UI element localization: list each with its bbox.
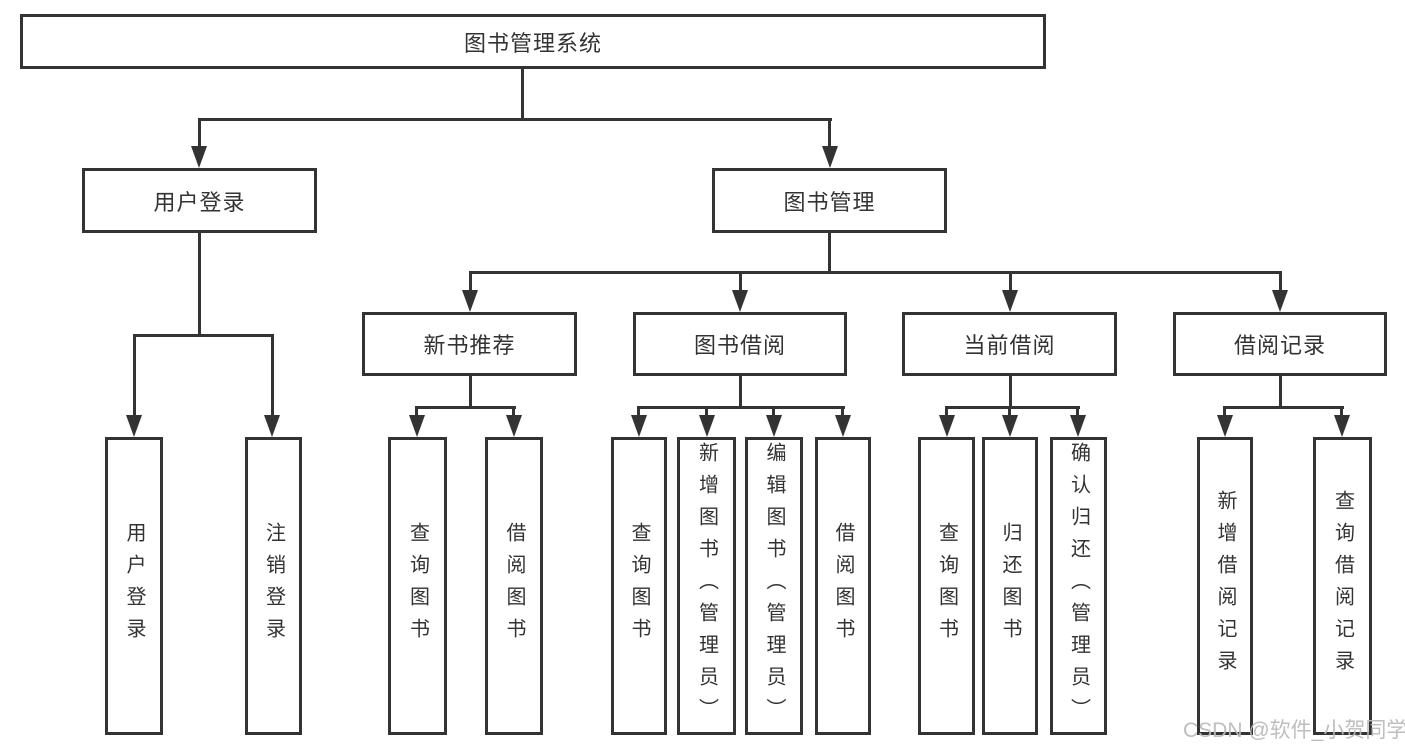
leaf-borrow-books-borrowing-label: 借阅图书 xyxy=(832,522,854,650)
leaf-borrow-books-recommend-label: 借阅图书 xyxy=(503,522,525,650)
arrow-down-icon xyxy=(1334,415,1350,437)
arrow-down-icon xyxy=(939,415,955,437)
arrow-down-icon xyxy=(409,415,425,437)
leaf-add-books-admin-label: 新增图书（管理员） xyxy=(695,442,718,730)
connector-leaf-stub xyxy=(945,406,948,418)
arrow-down-icon xyxy=(1002,415,1018,437)
connector-records-hbar xyxy=(1223,406,1344,409)
arrow-down-icon xyxy=(1217,415,1233,437)
node-user-login-label: 用户登录 xyxy=(153,189,246,215)
leaf-borrow-books-recommend: 借阅图书 xyxy=(485,437,543,735)
connector-level3-hbar xyxy=(469,271,1282,274)
arrow-down-icon xyxy=(822,146,838,168)
connector-login-stem xyxy=(198,233,201,337)
connector-leaf-stub xyxy=(772,406,775,418)
leaf-user-login: 用户登录 xyxy=(105,437,163,735)
connector-leaf-stub xyxy=(1223,406,1226,418)
arrow-down-icon xyxy=(631,415,647,437)
leaf-query-books-recommend-label: 查询图书 xyxy=(406,522,429,650)
arrow-down-icon xyxy=(1272,290,1288,312)
leaf-add-borrow-record-label: 新增借阅记录 xyxy=(1214,490,1236,682)
arrow-down-icon xyxy=(126,415,142,437)
leaf-query-borrow-record-label: 查询借阅记录 xyxy=(1331,490,1354,682)
connector-borrowing-stem xyxy=(739,376,742,409)
connector-recommend-hbar xyxy=(415,406,516,409)
node-new-book-recommendation-label: 新书推荐 xyxy=(423,333,516,358)
arrow-down-icon xyxy=(732,290,748,312)
connector-records-stem xyxy=(1279,376,1282,409)
connector-management-stem xyxy=(828,233,831,274)
connector-leaf-stub xyxy=(1008,406,1011,418)
leaf-return-books-label: 归还图书 xyxy=(999,522,1021,650)
node-book-borrowing-label: 图书借阅 xyxy=(693,333,786,358)
leaf-return-books: 归还图书 xyxy=(982,437,1038,735)
arrow-down-icon xyxy=(1002,290,1018,312)
arrow-down-icon xyxy=(264,415,280,437)
connector-current-hbar xyxy=(945,406,1080,409)
connector-login-arm-left xyxy=(133,334,136,417)
connector-leaf-stub xyxy=(841,406,844,418)
leaf-confirm-return-admin-label: 确认归还（管理员） xyxy=(1067,442,1090,730)
arrow-down-icon xyxy=(699,415,715,437)
leaf-edit-books-admin-label: 编辑图书（管理员） xyxy=(763,442,785,730)
leaf-logout-label: 注销登录 xyxy=(262,522,285,650)
connector-leaf-stub xyxy=(1076,406,1079,418)
connector-leaf-stub xyxy=(637,406,640,418)
connector-login-arm-right xyxy=(271,334,274,417)
leaf-user-login-label: 用户登录 xyxy=(123,522,145,650)
leaf-query-books-current: 查询图书 xyxy=(918,437,975,735)
connector-leaf-stub xyxy=(512,406,515,418)
leaf-query-borrow-record: 查询借阅记录 xyxy=(1313,437,1372,735)
node-book-management-label: 图书管理 xyxy=(783,189,876,215)
connector-level3-stem-4 xyxy=(1279,271,1282,292)
connector-level3-stem-1 xyxy=(469,271,472,292)
node-library-system: 图书管理系统 xyxy=(20,14,1046,69)
connector-leaf-stub xyxy=(1340,406,1343,418)
node-user-login: 用户登录 xyxy=(82,168,317,233)
leaf-query-books-borrowing-label: 查询图书 xyxy=(628,522,650,650)
connector-leaf-stub xyxy=(705,406,708,418)
leaf-borrow-books-borrowing: 借阅图书 xyxy=(815,437,871,735)
leaf-confirm-return-admin: 确认归还（管理员） xyxy=(1050,437,1107,735)
arrow-down-icon xyxy=(191,146,207,168)
node-book-borrowing: 图书借阅 xyxy=(633,312,847,376)
arrow-down-icon xyxy=(506,415,522,437)
connector-level2-stem-right xyxy=(828,118,831,148)
node-borrowing-records-label: 借阅记录 xyxy=(1233,333,1326,358)
connector-level3-stem-2 xyxy=(739,271,742,292)
leaf-query-books-recommend: 查询图书 xyxy=(388,437,447,735)
connector-leaf-stub xyxy=(415,406,418,418)
arrow-down-icon xyxy=(835,415,851,437)
node-new-book-recommendation: 新书推荐 xyxy=(362,312,577,376)
arrow-down-icon xyxy=(766,415,782,437)
connector-current-stem xyxy=(1009,376,1012,409)
connector-level2-stem-left xyxy=(198,118,201,148)
leaf-query-books-current-label: 查询图书 xyxy=(935,522,958,650)
leaf-edit-books-admin: 编辑图书（管理员） xyxy=(745,437,803,735)
arrow-down-icon xyxy=(462,290,478,312)
node-book-management: 图书管理 xyxy=(712,168,947,233)
leaf-logout: 注销登录 xyxy=(245,437,302,735)
arrow-down-icon xyxy=(1070,415,1086,437)
connector-level3-stem-3 xyxy=(1009,271,1012,292)
node-library-system-label: 图书管理系统 xyxy=(463,30,602,56)
node-borrowing-records: 借阅记录 xyxy=(1173,312,1387,376)
connector-borrowing-hbar xyxy=(637,406,845,409)
node-current-borrowing: 当前借阅 xyxy=(902,312,1117,376)
connector-level2-hbar xyxy=(198,118,832,121)
leaf-add-borrow-record: 新增借阅记录 xyxy=(1197,437,1253,735)
leaf-query-books-borrowing: 查询图书 xyxy=(611,437,667,735)
connector-recommend-stem xyxy=(469,376,472,409)
connector-login-hbar xyxy=(133,334,274,337)
csdn-watermark: CSDN @软件_小贺同学 xyxy=(1183,719,1405,742)
leaf-add-books-admin: 新增图书（管理员） xyxy=(677,437,736,735)
node-current-borrowing-label: 当前借阅 xyxy=(963,333,1056,358)
connector-root-stem xyxy=(521,69,524,118)
